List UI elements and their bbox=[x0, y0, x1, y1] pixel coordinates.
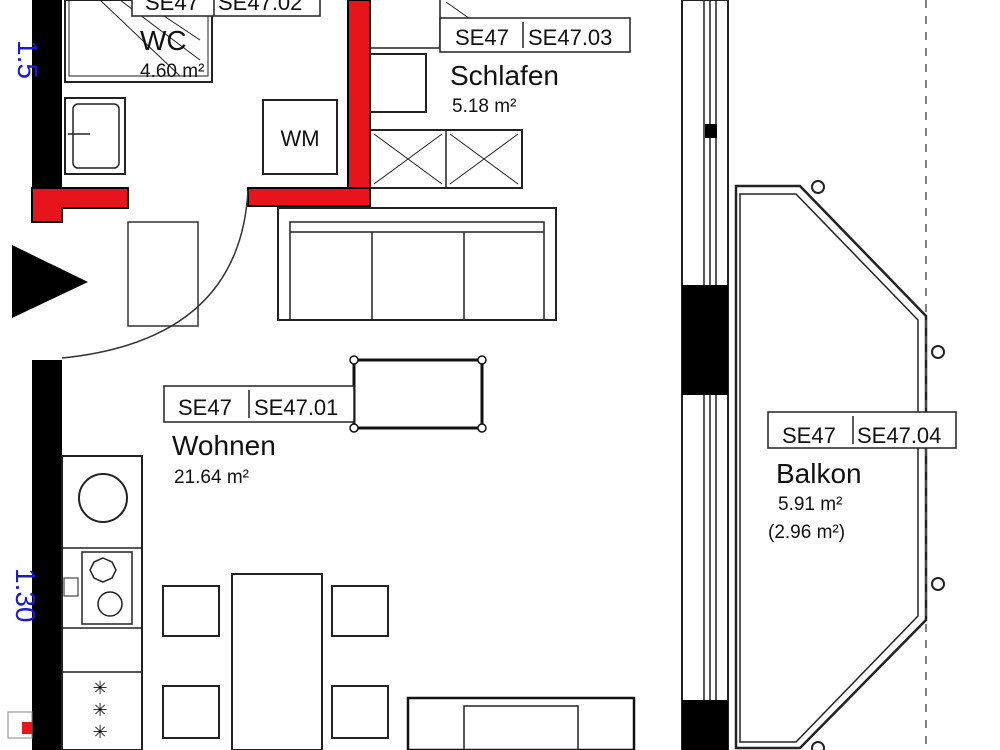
dimension-label: 1.5 bbox=[12, 40, 43, 79]
room-code: SE47.03 bbox=[528, 25, 612, 50]
dimension-label: 1.30 bbox=[10, 568, 41, 623]
washing-machine-label: WM bbox=[280, 126, 319, 151]
entrance-door-swing bbox=[61, 189, 249, 359]
railing-post bbox=[931, 577, 945, 591]
room-code-box bbox=[163, 385, 355, 423]
sink bbox=[64, 97, 126, 175]
room-name: WC bbox=[140, 25, 187, 56]
kitchen-counter bbox=[61, 455, 143, 750]
room-code: SE47.01 bbox=[254, 395, 338, 420]
shower-line bbox=[99, 0, 181, 77]
red-wall-vertical bbox=[347, 0, 371, 206]
room-name: Wohnen bbox=[172, 430, 276, 461]
coffee-table bbox=[352, 358, 484, 430]
room-code-box bbox=[767, 411, 957, 449]
washing-machine bbox=[262, 99, 338, 175]
room-area: 4.60 m² bbox=[140, 61, 204, 82]
room-code: SE47 bbox=[178, 395, 232, 420]
sofa-seat bbox=[289, 221, 545, 321]
sofa bbox=[277, 207, 557, 321]
chair bbox=[331, 685, 389, 739]
bed-outline bbox=[370, 0, 441, 49]
wall-marker-red bbox=[22, 722, 32, 734]
bedside-box bbox=[369, 53, 427, 113]
svg-text:✳: ✳ bbox=[92, 722, 107, 742]
balcony-outline bbox=[734, 184, 928, 750]
room-code: SE47 bbox=[145, 0, 199, 15]
left-wall-lower bbox=[32, 360, 62, 750]
room-name: Balkon bbox=[776, 458, 862, 489]
wall-pier bbox=[682, 285, 728, 395]
chair bbox=[331, 585, 389, 637]
sideboard bbox=[406, 696, 636, 750]
room-code-box bbox=[439, 17, 631, 53]
red-wall-wc-left bbox=[31, 187, 129, 223]
stove bbox=[81, 551, 133, 625]
hob-icon: ✳ bbox=[92, 678, 107, 698]
entrance-arrow-icon bbox=[12, 245, 88, 318]
sink-basin bbox=[72, 103, 120, 169]
room-code-box bbox=[131, 0, 321, 17]
fridge-circle bbox=[78, 473, 128, 523]
shower-tray bbox=[64, 0, 213, 83]
room-area: 5.18 m² bbox=[452, 96, 516, 117]
left-wall-upper bbox=[32, 0, 62, 195]
room-code: SE47.02 bbox=[218, 0, 302, 15]
shower-tray-inner bbox=[68, 0, 209, 77]
room-code: SE47.04 bbox=[857, 423, 941, 448]
dining-table bbox=[231, 573, 323, 750]
railing-post bbox=[811, 741, 825, 750]
room-area-effective: (2.96 m²) bbox=[768, 522, 845, 543]
room-code: SE47 bbox=[455, 25, 509, 50]
chair bbox=[162, 585, 220, 637]
chair bbox=[162, 685, 220, 739]
railing-post bbox=[931, 345, 945, 359]
room-area: 5.91 m² bbox=[778, 494, 842, 515]
red-wall-wc-right bbox=[247, 187, 371, 207]
room-area: 21.64 m² bbox=[174, 467, 249, 488]
room-name: Schlafen bbox=[450, 60, 559, 91]
svg-text:✳: ✳ bbox=[92, 700, 107, 720]
entrance-door-leaf bbox=[127, 221, 199, 327]
room-code: SE47 bbox=[782, 423, 836, 448]
railing-post bbox=[811, 180, 825, 194]
